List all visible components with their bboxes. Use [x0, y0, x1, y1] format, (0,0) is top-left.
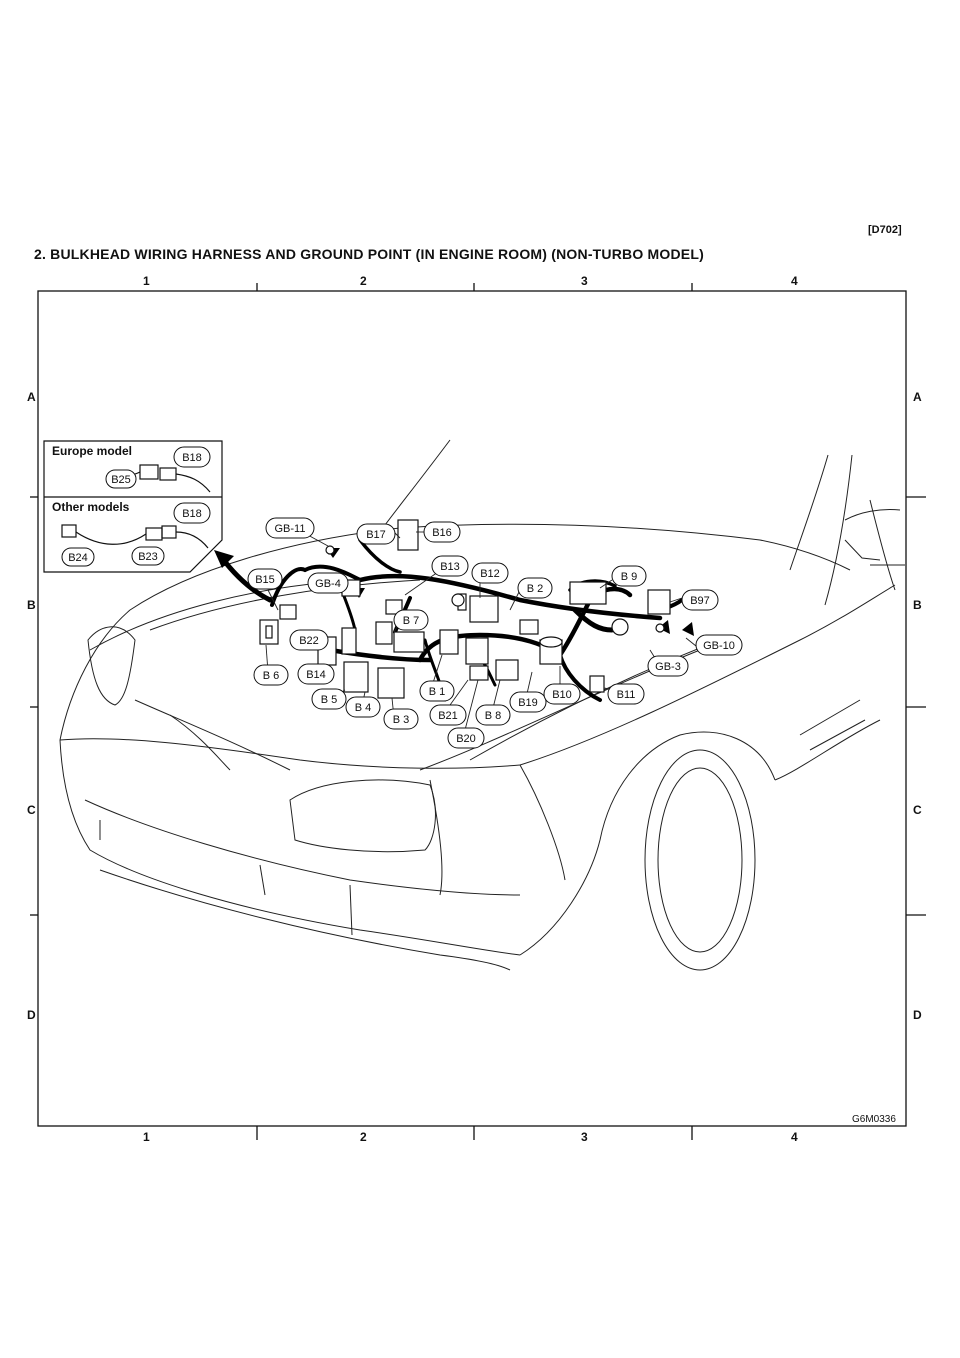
label-b6: B 6 — [263, 670, 280, 682]
grid-row-a-left: A — [27, 390, 36, 404]
diagram-frame — [30, 283, 926, 1140]
label-b11: B11 — [617, 689, 636, 701]
inset-box — [43, 440, 223, 573]
grid-col-4-bottom: 4 — [791, 1130, 798, 1144]
connector-blocks — [259, 519, 671, 699]
figure-code: G6M0336 — [852, 1114, 896, 1125]
label-b2: B 2 — [527, 583, 544, 595]
grid-row-d-left: D — [27, 1008, 36, 1022]
label-b19: B19 — [518, 697, 538, 709]
label-b15: B15 — [255, 574, 275, 586]
label-gb-3: GB-3 — [655, 661, 681, 673]
document-code: [D702] — [868, 224, 902, 236]
label-b3: B 3 — [393, 714, 410, 726]
grid-row-b-left: B — [27, 598, 36, 612]
grid-row-c-left: C — [27, 803, 36, 817]
label-b4: B 4 — [355, 702, 372, 714]
inset-label-other-b23: B23 — [138, 551, 158, 563]
inset-europe-title: Europe model — [52, 444, 132, 458]
label-b14: B14 — [306, 669, 326, 681]
label-b8: B 8 — [485, 710, 502, 722]
inset-label-europe-b18: B18 — [182, 452, 202, 464]
label-gb-4: GB-4 — [315, 578, 341, 590]
grid-col-1-bottom: 1 — [143, 1130, 150, 1144]
grid-col-1-top: 1 — [143, 274, 150, 288]
inset-label-other-b18: B18 — [182, 508, 202, 520]
label-b10: B10 — [552, 689, 572, 701]
grid-row-a-right: A — [913, 390, 922, 404]
label-b12: B12 — [480, 568, 500, 580]
label-b7: B 7 — [403, 615, 420, 627]
label-b13: B13 — [440, 561, 460, 573]
inset-other-title: Other models — [52, 500, 130, 514]
label-b9: B 9 — [621, 571, 638, 583]
label-b20: B20 — [456, 733, 476, 745]
label-b22: B22 — [299, 635, 319, 647]
grid-col-3-bottom: 3 — [581, 1130, 588, 1144]
label-b16: B16 — [432, 527, 452, 539]
label-gb-10: GB-10 — [703, 640, 735, 652]
inset-label-europe-b25: B25 — [111, 474, 131, 486]
grid-col-2-bottom: 2 — [360, 1130, 367, 1144]
label-bubbles — [61, 446, 743, 749]
grid-row-c-right: C — [913, 803, 922, 817]
grid-col-4-top: 4 — [791, 274, 798, 288]
grid-col-2-top: 2 — [360, 274, 367, 288]
label-b21: B21 — [438, 710, 458, 722]
page-title: 2. BULKHEAD WIRING HARNESS AND GROUND PO… — [34, 246, 704, 262]
grid-row-b-right: B — [913, 598, 922, 612]
label-b5: B 5 — [321, 694, 338, 706]
label-b97: B97 — [690, 595, 710, 607]
label-b1: B 1 — [429, 686, 446, 698]
grid-col-3-top: 3 — [581, 274, 588, 288]
grid-row-d-right: D — [913, 1008, 922, 1022]
label-gb-11: GB-11 — [275, 523, 306, 535]
label-b17: B17 — [366, 529, 386, 541]
inset-label-other-b24: B24 — [68, 552, 88, 564]
